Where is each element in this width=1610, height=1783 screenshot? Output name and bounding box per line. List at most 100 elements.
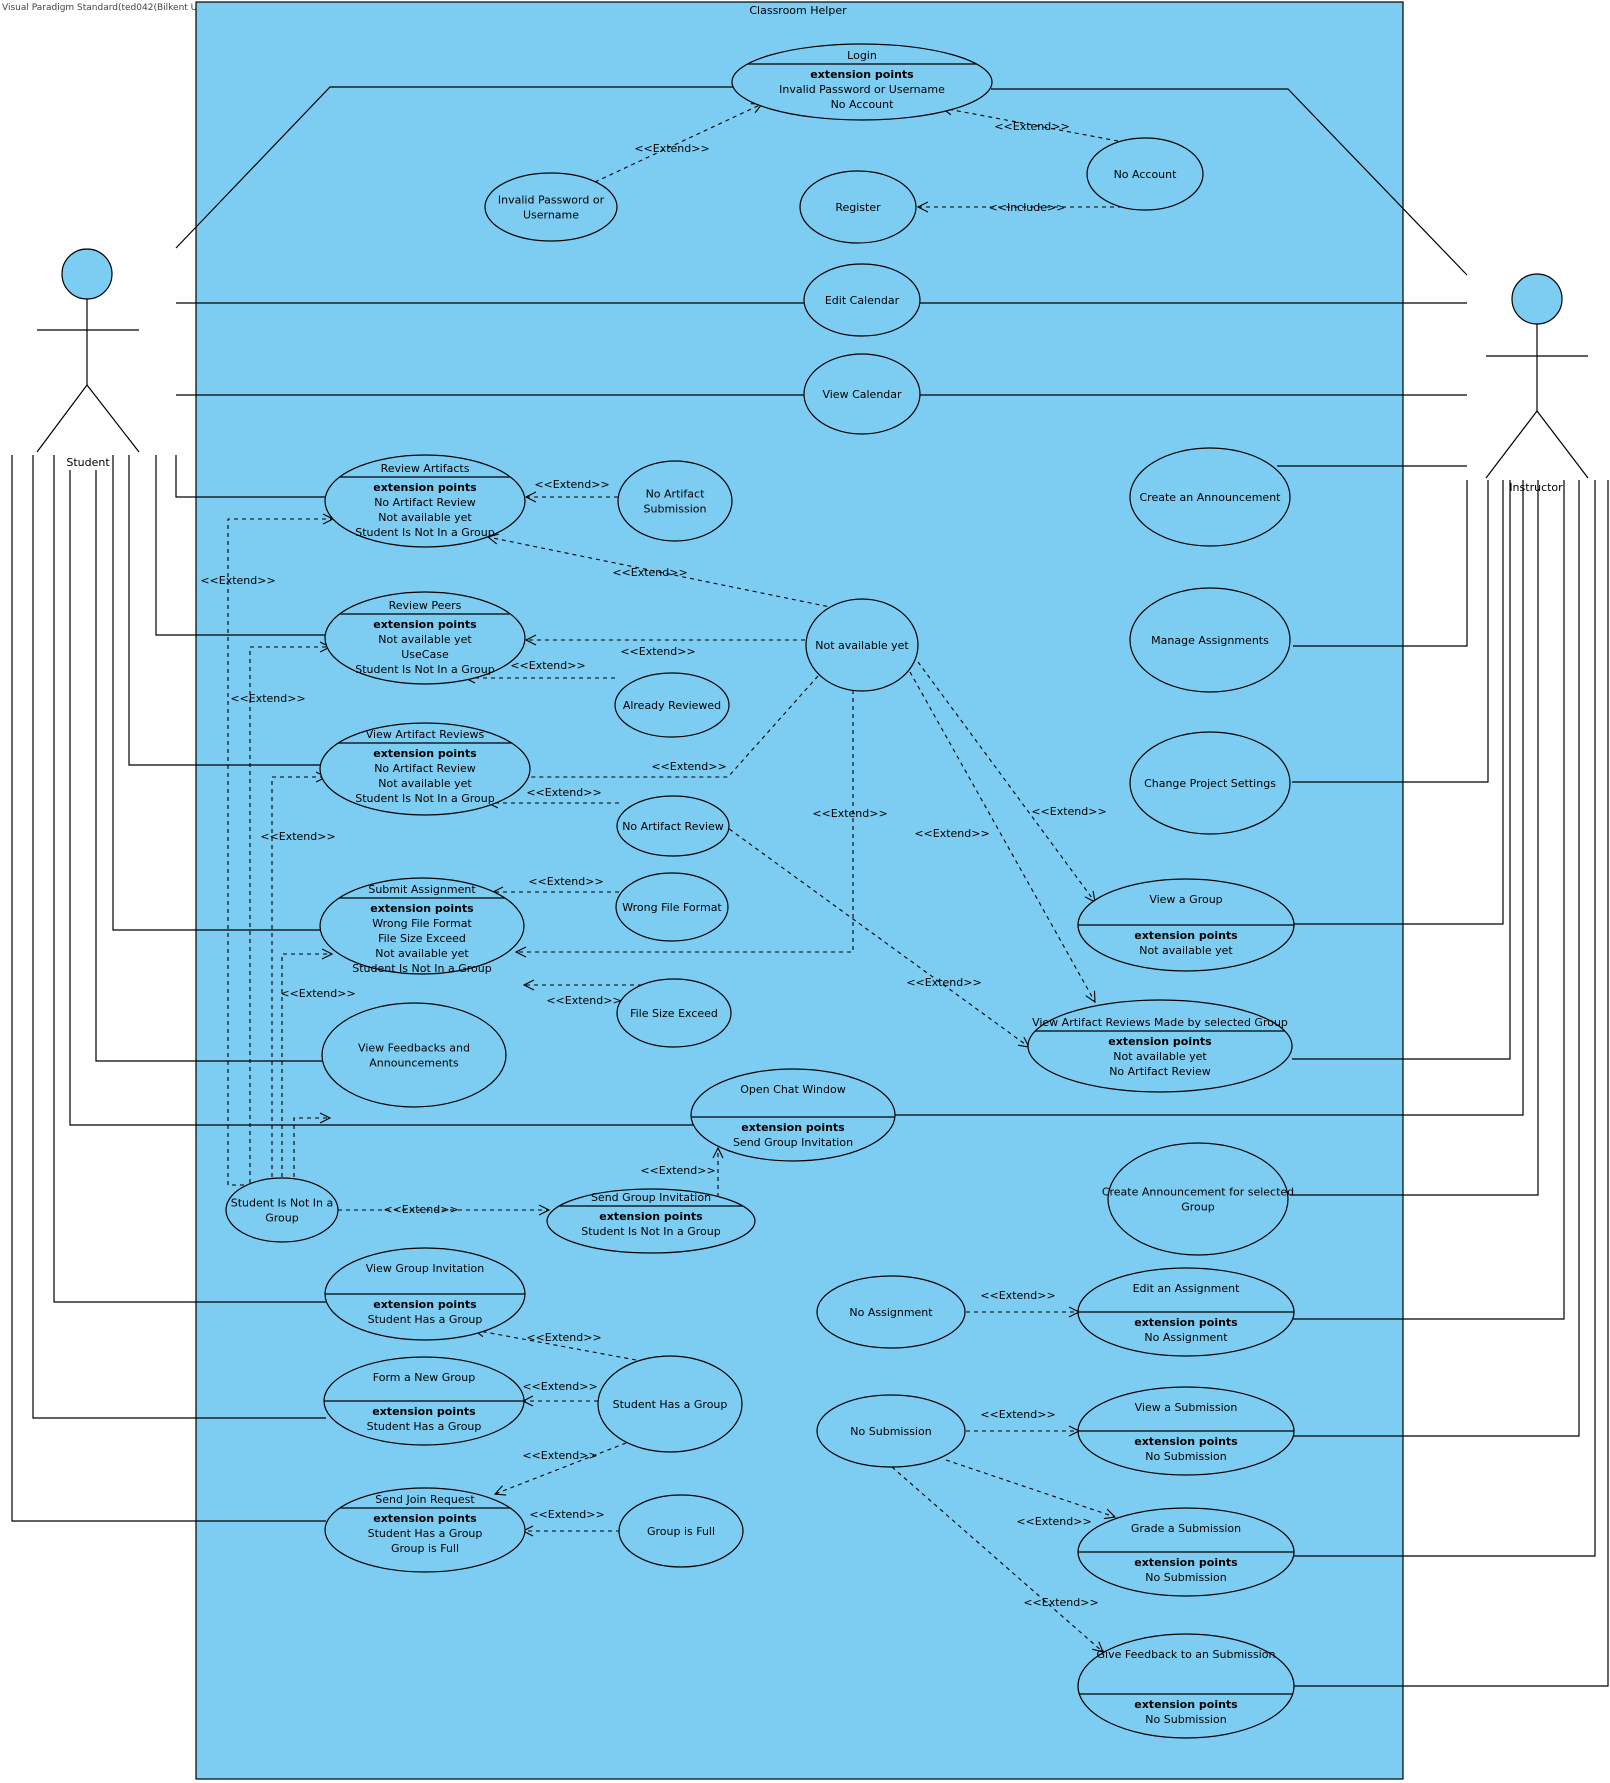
- include-label: <<Include>>: [989, 201, 1066, 214]
- use-case-manage-assignments[interactable]: Manage Assignments: [1129, 587, 1291, 693]
- extend-label: <<Extend>>: [651, 760, 726, 773]
- extension-point: No Artifact Review: [374, 762, 476, 775]
- extension-points-heading: extension points: [810, 68, 914, 81]
- use-case-shape: [1086, 137, 1204, 211]
- student-associations: [11, 86, 806, 1522]
- dependencies: [227, 104, 1130, 1652]
- use-case-name: Manage Assignments: [1151, 634, 1269, 647]
- extend-label: <<Extend>>: [640, 1164, 715, 1177]
- extension-points-heading: extension points: [1134, 1556, 1238, 1569]
- extension-point: No Submission: [1145, 1571, 1226, 1584]
- extension-point: Student Has a Group: [368, 1313, 483, 1326]
- extension-points-heading: extension points: [599, 1210, 703, 1223]
- use-case-no-artifact-review[interactable]: No Artifact Review: [616, 795, 730, 857]
- use-case-name: Group is Full: [647, 1525, 715, 1538]
- use-case-group-is-full[interactable]: Group is Full: [618, 1494, 744, 1568]
- extension-points-heading: extension points: [373, 747, 477, 760]
- use-case-no-account[interactable]: No Account: [1086, 137, 1204, 211]
- use-case-shape: [731, 43, 993, 121]
- use-case-shape: [816, 1394, 966, 1468]
- use-case-shape: [1107, 1142, 1289, 1256]
- use-case-file-size-exceed[interactable]: File Size Exceed: [616, 978, 732, 1048]
- use-case-name: Username: [523, 209, 579, 222]
- use-case-create-announcement[interactable]: Create an Announcement: [1129, 447, 1291, 547]
- use-case-not-available-yet[interactable]: Not available yet: [805, 598, 919, 692]
- use-case-name: Grade a Submission: [1131, 1522, 1241, 1535]
- use-case-grade-submission[interactable]: Grade a Submission extension points No Sub…: [1077, 1507, 1295, 1597]
- use-case-shape: [618, 1494, 744, 1568]
- extension-point: Student Is Not In a Group: [581, 1225, 720, 1238]
- use-case-shape: [617, 460, 733, 542]
- actor-instructor[interactable]: Instructor: [1485, 273, 1589, 494]
- use-case-no-submission[interactable]: No Submission: [816, 1394, 966, 1468]
- use-case-edit-calendar[interactable]: Edit Calendar: [803, 263, 921, 337]
- use-case-shape: [321, 1002, 507, 1108]
- extension-points-heading: extension points: [1134, 1435, 1238, 1448]
- extension-points-heading: extension points: [373, 481, 477, 494]
- actor-student[interactable]: Student: [36, 248, 140, 469]
- use-case-view-calendar[interactable]: View Calendar: [803, 353, 921, 435]
- extension-point: No Submission: [1145, 1450, 1226, 1463]
- use-case-name: Edit Calendar: [825, 294, 900, 307]
- use-case-name: Not available yet: [815, 639, 909, 652]
- use-case-no-assignment[interactable]: No Assignment: [816, 1275, 966, 1349]
- actor-head: [1511, 273, 1563, 325]
- use-case-view-reviews-by-group[interactable]: View Artifact Reviews Made by selected G…: [1027, 999, 1293, 1093]
- use-case-shape: [324, 591, 526, 685]
- use-case-shape: [690, 1068, 896, 1162]
- use-case-shape: [319, 722, 531, 816]
- use-case-shape: [803, 263, 921, 337]
- use-case-shape: [1129, 447, 1291, 547]
- use-case-name: Student Is Not In a: [231, 1197, 334, 1210]
- use-case-shape: [597, 1355, 743, 1453]
- use-case-wrong-file-format[interactable]: Wrong File Format: [615, 872, 729, 942]
- extension-point: Student Is Not In a Group: [355, 526, 494, 539]
- extension-point: Not available yet: [1139, 944, 1233, 957]
- extension-points-heading: extension points: [373, 1512, 477, 1525]
- use-case-register[interactable]: Register: [799, 170, 917, 244]
- extension-points-heading: extension points: [1134, 1698, 1238, 1711]
- use-case-give-feedback[interactable]: Give Feedback to an Submissionextension …: [1077, 1633, 1295, 1739]
- use-case-name: Already Reviewed: [623, 699, 721, 712]
- use-case-name: Student Has a Group: [613, 1398, 728, 1411]
- use-case-shape: [805, 598, 919, 692]
- use-case-student-has-group[interactable]: Student Has a Group: [597, 1355, 743, 1453]
- extension-point: Not available yet: [378, 777, 472, 790]
- extend-label: <<Extend>>: [812, 807, 887, 820]
- extension-point: No Artifact Review: [374, 496, 476, 509]
- use-case-already-reviewed[interactable]: Already Reviewed: [614, 672, 730, 738]
- use-case-name: No Submission: [850, 1425, 931, 1438]
- use-case-name: Open Chat Window: [740, 1083, 845, 1096]
- extension-point: Group is Full: [391, 1542, 459, 1555]
- extension-point: No Assignment: [1144, 1331, 1228, 1344]
- extension-point: Wrong File Format: [372, 917, 472, 930]
- extend-label: <<Extend>>: [914, 827, 989, 840]
- extend-label: <<Extend>>: [634, 142, 709, 155]
- use-case-name: Create Announcement for selected: [1102, 1186, 1294, 1199]
- extend-label: <<Extend>>: [994, 120, 1069, 133]
- use-case-change-project-settings[interactable]: Change Project Settings: [1129, 731, 1291, 835]
- extend-label: <<Extend>>: [534, 478, 609, 491]
- extend-label: <<Extend>>: [529, 1508, 604, 1521]
- extension-point: Student Has a Group: [367, 1420, 482, 1433]
- use-case-shape: [319, 877, 525, 975]
- extend-label: <<Extend>>: [1023, 1596, 1098, 1609]
